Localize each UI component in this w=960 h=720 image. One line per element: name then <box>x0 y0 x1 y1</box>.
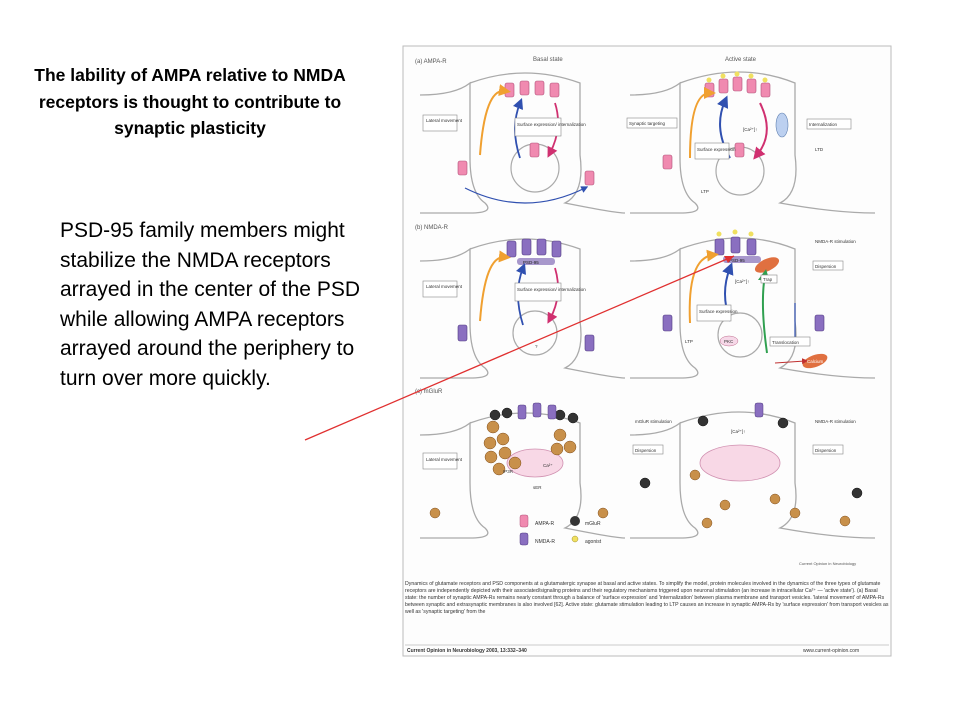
figure-caption: Dynamics of glutamate receptors and PSD … <box>405 581 889 615</box>
label-b-surface-expression: Surface expression <box>699 309 738 314</box>
label-b-ca: [Ca²⁺]↑ <box>735 279 749 284</box>
label-c-ser: sER <box>533 485 542 490</box>
ap2-vesicle <box>775 112 789 138</box>
journal-url: www.current-opinion.com <box>803 648 859 654</box>
label-a-ltd: LTD <box>815 147 824 152</box>
label-b-dispersion: Dispersion <box>815 264 837 269</box>
spine-membrane-a-basal <box>419 81 489 214</box>
label-b-ltp: LTP <box>685 339 693 344</box>
figure-receptor-dynamics: (a) AMPA-R Basal state Active state <box>402 45 892 657</box>
panel-b-label: (b) NMDA-R <box>415 225 449 231</box>
legend-nmda: NMDA-R <box>535 539 555 545</box>
figure-legend: AMPA-R NMDA-R mGluR agonist <box>519 514 602 546</box>
label-a-surface-internalization: Surface expression/ internalization <box>517 122 586 127</box>
slide-body-text: PSD-95 family members might stabilize th… <box>60 219 360 390</box>
slide-title: The lability of AMPA relative to NMDA re… <box>34 65 346 138</box>
label-a-surface-expression: Surface expression <box>697 147 736 152</box>
calcium-complex-active <box>754 257 780 273</box>
figure-credit: Current Opinion in Neurobiology <box>799 561 856 566</box>
label-b-surface-internalization: Surface expression/ internalization <box>517 287 586 292</box>
basal-state-label: Basal state <box>533 57 563 63</box>
label-c-nmda-stimulation: NMDA-R stimulation <box>815 419 856 424</box>
label-a-synaptic-targeting: Synaptic targeting <box>629 121 666 126</box>
label-b-pkc: PKC <box>724 339 734 344</box>
label-a-ltp: LTP <box>701 189 709 194</box>
label-c-dispersion: Dispersion <box>635 448 657 453</box>
panel-a-label: (a) AMPA-R <box>415 59 447 65</box>
label-a-ca: [Ca²⁺]↑ <box>743 127 757 132</box>
label-b-lateral-movement: Lateral movement <box>426 284 463 289</box>
psd95-active-label: PSD-95 <box>729 258 745 263</box>
ser-compartment <box>506 448 564 478</box>
label-c-ca: Ca²⁺ <box>543 463 553 468</box>
active-state-label: Active state <box>725 57 757 63</box>
legend-mglur: mGluR <box>585 521 601 527</box>
label-a-internalization: Internalization <box>809 122 838 127</box>
label-c-mglur-stimulation: mGluR stimulation <box>635 419 672 424</box>
calcium-complex-translocated <box>802 353 828 369</box>
label-b-translocation: Translocation <box>772 340 799 345</box>
label-c-dispersion-2: Dispersion <box>815 448 837 453</box>
journal-citation: Current Opinion in Neurobiology 2003, 13… <box>407 648 527 654</box>
label-c-ca-active: [Ca²⁺]↑ <box>731 429 745 434</box>
label-c-lateral-movement: Lateral movement <box>426 457 463 462</box>
panel-c-label: (c) mGluR <box>415 389 443 395</box>
label-b-nmda-stimulation: NMDA-R stimulation <box>815 239 856 244</box>
ampa-receptors-a-basal <box>457 80 595 186</box>
label-a-lateral-movement: Lateral movement <box>426 118 463 123</box>
label-b-trap: Trap <box>763 277 773 282</box>
label-b-calcium: Calcium <box>807 359 824 364</box>
legend-agonist: agonist <box>585 539 602 545</box>
legend-ampa: AMPA-R <box>535 521 554 527</box>
psd95-basal-label: PSD-95 <box>523 260 539 265</box>
label-c-ip3r: IP3R <box>503 469 514 474</box>
